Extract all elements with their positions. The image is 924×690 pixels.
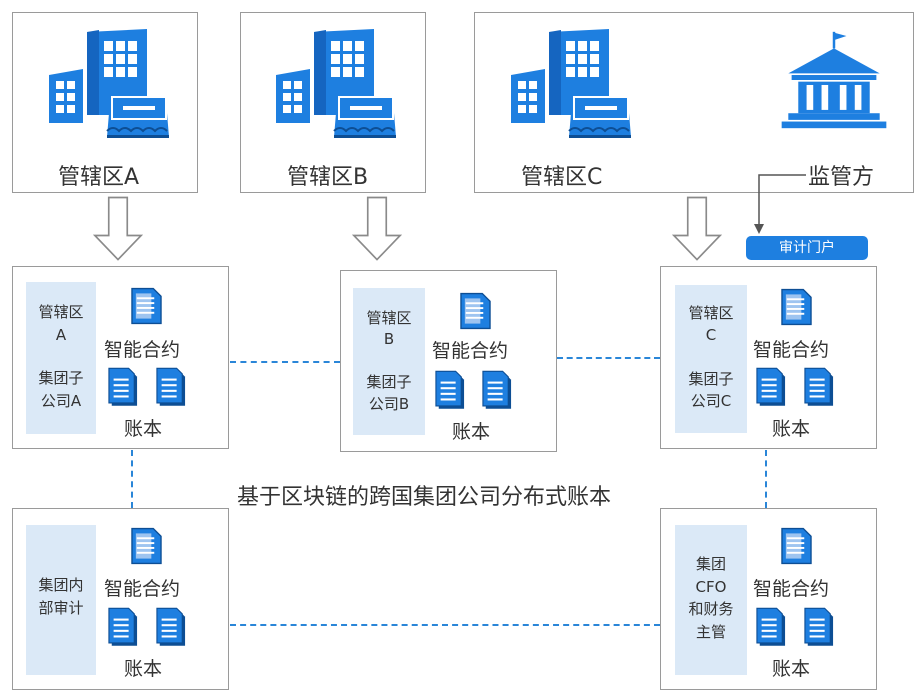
side-line: 部审计 — [38, 599, 84, 617]
smart-contract-label: 智能合约 — [104, 339, 181, 361]
side-line: CFO — [695, 578, 727, 596]
ledger-label: 账本 — [452, 421, 491, 443]
side-line: 集团子 — [38, 369, 84, 387]
ledger-document-icon — [756, 606, 786, 648]
smart-contract-document-icon — [460, 292, 491, 330]
smart-contract-label: 智能合约 — [104, 578, 181, 600]
side-line: A — [55, 326, 67, 344]
network-link — [765, 450, 767, 508]
ledger-document-icon — [435, 369, 465, 411]
network-link — [131, 450, 133, 508]
side-line: 主管 — [695, 623, 726, 641]
node-group-cfo-side-panel: 集团 CFO 和财务 主管 — [675, 525, 747, 675]
ledger-document-icon — [804, 366, 834, 408]
smart-contract-document-icon — [781, 527, 812, 565]
node-b-side-panel: 管辖区 B 集团子 公司B — [353, 288, 425, 435]
office-building-icon — [511, 27, 631, 147]
ledger-document-icon — [482, 369, 512, 411]
audit-portal-button[interactable]: 审计门户 — [746, 236, 868, 260]
smart-contract-document-icon — [131, 527, 162, 565]
side-line: 公司C — [690, 392, 732, 410]
smart-contract-label: 智能合约 — [753, 578, 830, 600]
side-line: 公司A — [40, 392, 82, 410]
jurisdiction-b-label: 管辖区B — [287, 165, 369, 190]
ledger-document-icon — [108, 606, 138, 648]
ledger-document-icon — [756, 366, 786, 408]
down-arrow-icon — [672, 194, 722, 264]
side-line: 集团内 — [38, 576, 84, 594]
jurisdiction-c-label: 管辖区C — [521, 165, 603, 190]
node-a-side-panel: 管辖区 A 集团子 公司A — [26, 282, 96, 434]
regulator-label: 监管方 — [808, 165, 875, 190]
side-line: B — [383, 330, 395, 348]
smart-contract-document-icon — [131, 287, 162, 325]
ledger-label: 账本 — [772, 658, 811, 680]
side-line: 集团子 — [688, 370, 734, 388]
side-line: 集团子 — [366, 373, 412, 391]
node-c-side-panel: 管辖区 C 集团子 公司C — [675, 285, 747, 433]
government-building-icon — [780, 30, 888, 130]
office-building-icon — [49, 27, 169, 147]
network-link — [230, 624, 660, 626]
node-internal-audit-side-panel: 集团内 部审计 — [26, 525, 96, 675]
ledger-document-icon — [156, 366, 186, 408]
side-line: 管辖区 — [688, 304, 734, 322]
side-line: 管辖区 — [366, 309, 412, 327]
side-line: 公司B — [368, 395, 410, 413]
ledger-document-icon — [108, 366, 138, 408]
network-link — [230, 361, 340, 363]
side-line: C — [705, 326, 717, 344]
ledger-document-icon — [804, 606, 834, 648]
ledger-document-icon — [156, 606, 186, 648]
down-arrow-icon — [93, 194, 143, 264]
jurisdiction-a-label: 管辖区A — [58, 165, 140, 190]
ledger-label: 账本 — [124, 418, 163, 440]
network-link — [557, 357, 660, 359]
down-arrow-icon — [352, 194, 402, 264]
diagram-caption: 基于区块链的跨国集团公司分布式账本 — [237, 485, 612, 510]
side-line: 集团 — [695, 555, 726, 573]
smart-contract-document-icon — [781, 288, 812, 326]
smart-contract-label: 智能合约 — [432, 340, 509, 362]
smart-contract-label: 智能合约 — [753, 339, 830, 361]
side-line: 管辖区 — [38, 303, 84, 321]
office-building-icon — [276, 27, 396, 147]
ledger-label: 账本 — [772, 418, 811, 440]
ledger-label: 账本 — [124, 658, 163, 680]
side-line: 和财务 — [688, 600, 734, 618]
